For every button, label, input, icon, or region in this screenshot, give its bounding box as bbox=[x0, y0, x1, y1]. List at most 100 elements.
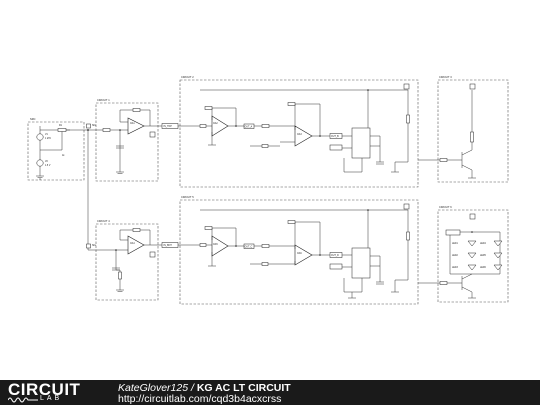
svg-text:CIRCUIT 1: CIRCUIT 1 bbox=[97, 98, 110, 102]
net-label-in-top[interactable] bbox=[161, 123, 179, 129]
resistor-fb-a3[interactable] bbox=[287, 102, 296, 106]
svg-text:OA3: OA3 bbox=[297, 133, 302, 136]
logo-top-text: CIRCUIT bbox=[8, 380, 81, 399]
resistor-fb-a4[interactable] bbox=[132, 228, 141, 232]
circuit-credit: KateGlover125 / KG AC LT CIRCUIT bbox=[118, 382, 291, 394]
resistor-fb-a1[interactable] bbox=[132, 108, 141, 112]
svg-text:1 kHz: 1 kHz bbox=[45, 138, 52, 140]
logo-bottom-text: LAB bbox=[40, 395, 63, 402]
svg-text:OUT_C: OUT_C bbox=[245, 247, 253, 249]
net-label-fb-bottom[interactable] bbox=[329, 263, 343, 270]
led-top[interactable] bbox=[470, 131, 474, 143]
resistor-top-r3[interactable] bbox=[261, 144, 269, 148]
power-terminal-top-right[interactable] bbox=[469, 83, 476, 90]
resistor-bot-r3[interactable] bbox=[261, 262, 269, 266]
power-terminal-bottom[interactable] bbox=[403, 203, 410, 210]
circuit-url[interactable]: http://circuitlab.com/cqd3b4acxcrss bbox=[118, 393, 282, 405]
resistor-top-in[interactable] bbox=[102, 128, 111, 132]
resistor-bot-base[interactable] bbox=[439, 281, 448, 285]
svg-text:OUT_A: OUT_A bbox=[245, 126, 253, 129]
voltage-source-v1[interactable] bbox=[36, 133, 44, 141]
schematic-canvas[interactable]: SRC V1 1 kHz V2 1.5 V R1 1k SIG SIG CIRC… bbox=[0, 0, 540, 380]
svg-text:LED3: LED3 bbox=[452, 267, 458, 269]
opamp-a1[interactable] bbox=[127, 117, 145, 135]
led-5[interactable] bbox=[493, 252, 503, 259]
credit-separator: / bbox=[190, 382, 194, 394]
opamp-a6[interactable] bbox=[294, 244, 313, 266]
svg-text:V1: V1 bbox=[45, 134, 49, 136]
subcircuit-3: CIRCUIT 3 bbox=[418, 75, 509, 183]
power-terminal-bottom-right[interactable] bbox=[469, 213, 476, 220]
resistor-fb-a2[interactable] bbox=[204, 106, 213, 110]
subcircuit-5: CIRCUIT 5 OA5 OUT_C OA6 OUT_D bbox=[179, 195, 419, 305]
resistor-top-base[interactable] bbox=[439, 158, 448, 162]
svg-text:LED2: LED2 bbox=[452, 255, 458, 257]
opamp-a3[interactable] bbox=[294, 125, 313, 147]
net-label-led-bus[interactable] bbox=[445, 229, 461, 236]
svg-text:SIG: SIG bbox=[92, 245, 96, 247]
svg-text:OUT_D: OUT_D bbox=[331, 255, 339, 257]
subcircuit-4: CIRCUIT 4 OA4 bbox=[95, 219, 159, 301]
terminal-a4[interactable] bbox=[149, 251, 156, 258]
resistor-bot-shunt[interactable] bbox=[118, 271, 122, 280]
resistor-bot-r1[interactable] bbox=[199, 243, 207, 247]
resistor-top-r1[interactable] bbox=[199, 124, 207, 128]
resistor-r-in[interactable] bbox=[57, 128, 67, 132]
svg-text:OA4: OA4 bbox=[130, 242, 135, 245]
svg-text:CIRCUIT 4: CIRCUIT 4 bbox=[97, 219, 110, 223]
net-label-in-bottom[interactable] bbox=[161, 242, 179, 248]
led-1[interactable] bbox=[467, 240, 477, 247]
svg-text:LED5: LED5 bbox=[480, 255, 486, 257]
svg-text:OA2: OA2 bbox=[213, 122, 218, 125]
resistor-top-r2[interactable] bbox=[261, 124, 270, 128]
opamp-a2[interactable] bbox=[211, 115, 229, 137]
svg-text:OA6: OA6 bbox=[297, 252, 302, 255]
node-tag-sig-top[interactable] bbox=[86, 123, 91, 129]
svg-text:OA5: OA5 bbox=[213, 243, 218, 246]
voltage-source-v2[interactable] bbox=[36, 159, 44, 167]
footer-bar: CIRCUIT LAB KateGlover125 / KG AC LT CIR… bbox=[0, 380, 540, 405]
led-2[interactable] bbox=[467, 252, 477, 259]
svg-text:SIG: SIG bbox=[92, 125, 96, 127]
svg-text:OA1: OA1 bbox=[130, 122, 135, 125]
subcircuit-6: CIRCUIT 6 LED1 LED2 LED3 LED4 LED5 LED6 bbox=[418, 205, 509, 303]
svg-text:R1: R1 bbox=[59, 125, 63, 127]
svg-text:1k: 1k bbox=[62, 155, 65, 157]
svg-text:CIRCUIT 3: CIRCUIT 3 bbox=[439, 75, 452, 79]
svg-text:CIRCUIT 6: CIRCUIT 6 bbox=[439, 205, 452, 209]
svg-text:LED6: LED6 bbox=[480, 267, 486, 269]
net-label-fb-top[interactable] bbox=[329, 144, 343, 151]
ic-comparator-bottom[interactable] bbox=[351, 247, 371, 279]
subcircuit-2: CIRCUIT 2 OA2 OUT_A OA3 OUT_B bbox=[179, 75, 419, 188]
svg-text:SRC: SRC bbox=[30, 117, 36, 121]
source-block: SRC V1 1 kHz V2 1.5 V R1 1k bbox=[27, 117, 85, 181]
svg-text:CIRCUIT 5: CIRCUIT 5 bbox=[181, 195, 194, 199]
circuit-title: KG AC LT CIRCUIT bbox=[196, 382, 291, 394]
led-4[interactable] bbox=[493, 240, 503, 247]
resistor-fb-a5[interactable] bbox=[204, 226, 213, 230]
node-tag-sig-bottom[interactable] bbox=[86, 243, 91, 249]
ic-comparator-top[interactable] bbox=[351, 127, 371, 159]
opamp-a5[interactable] bbox=[211, 235, 229, 257]
terminal-a1[interactable] bbox=[149, 131, 156, 138]
svg-text:IN_BOT: IN_BOT bbox=[164, 245, 173, 247]
svg-text:LED1: LED1 bbox=[452, 243, 458, 245]
resistor-bot-r2[interactable] bbox=[261, 244, 270, 248]
svg-text:LED4: LED4 bbox=[480, 243, 486, 245]
svg-text:OUT_B: OUT_B bbox=[331, 136, 339, 138]
svg-text:CIRCUIT 2: CIRCUIT 2 bbox=[181, 75, 194, 79]
svg-text:1.5 V: 1.5 V bbox=[45, 165, 51, 167]
svg-text:V2: V2 bbox=[45, 161, 49, 163]
svg-text:IN_TOP: IN_TOP bbox=[164, 126, 173, 128]
circuitlab-logo[interactable]: CIRCUIT bbox=[8, 380, 81, 399]
waveform-icon bbox=[8, 397, 38, 403]
subcircuit-1: CIRCUIT 1 OA1 bbox=[95, 98, 159, 182]
author-name[interactable]: KateGlover125 bbox=[118, 382, 189, 394]
led-6[interactable] bbox=[493, 264, 503, 271]
resistor-bot-pullup[interactable] bbox=[406, 231, 410, 241]
resistor-top-pullup[interactable] bbox=[406, 114, 410, 124]
resistor-fb-a6[interactable] bbox=[287, 220, 296, 224]
led-3[interactable] bbox=[467, 264, 477, 271]
opamp-a4[interactable] bbox=[127, 235, 145, 255]
power-terminal-top[interactable] bbox=[403, 83, 410, 90]
